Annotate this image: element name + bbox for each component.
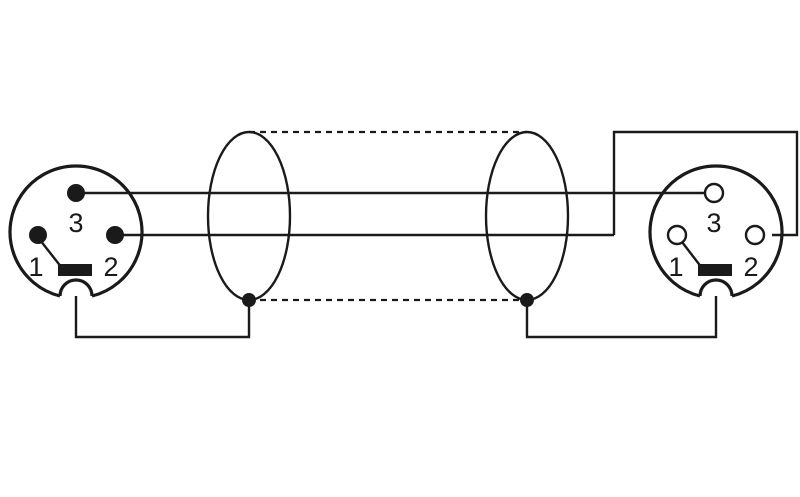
ground-wire-left bbox=[74, 296, 251, 339]
right-pin1-contact bbox=[666, 224, 688, 246]
shield-left-ellipse bbox=[206, 130, 292, 302]
right-pin1-link bbox=[681, 241, 703, 269]
ground-wire-right bbox=[525, 296, 718, 339]
right-pin2-contact bbox=[744, 224, 766, 246]
right-connector: 3 1 2 bbox=[648, 164, 784, 298]
left-connector-body bbox=[8, 164, 144, 298]
left-pin3-label: 3 bbox=[68, 208, 83, 238]
ground-wires bbox=[74, 296, 718, 339]
right-connector-body bbox=[648, 164, 784, 298]
left-pin1-contact bbox=[29, 226, 47, 244]
left-connector-key-notch bbox=[58, 278, 94, 297]
left-pin1-label: 1 bbox=[28, 252, 43, 282]
shield-right-ellipse bbox=[484, 130, 570, 302]
cable-shield bbox=[206, 130, 570, 307]
right-connector-ground-tab bbox=[698, 264, 732, 276]
right-pin1-label: 1 bbox=[668, 252, 683, 282]
right-pin3-contact bbox=[703, 182, 725, 204]
left-pin1-link bbox=[39, 239, 63, 269]
left-pin2-label: 2 bbox=[103, 252, 118, 282]
left-connector-ground-tab bbox=[58, 264, 92, 276]
cable-conductors bbox=[76, 130, 799, 237]
right-pin2-label: 2 bbox=[743, 252, 758, 282]
right-connector-key-notch bbox=[698, 278, 734, 297]
left-connector: 3 1 2 bbox=[8, 164, 144, 298]
right-pin3-label: 3 bbox=[706, 208, 721, 238]
conductor-pin2-crossover bbox=[612, 130, 799, 237]
